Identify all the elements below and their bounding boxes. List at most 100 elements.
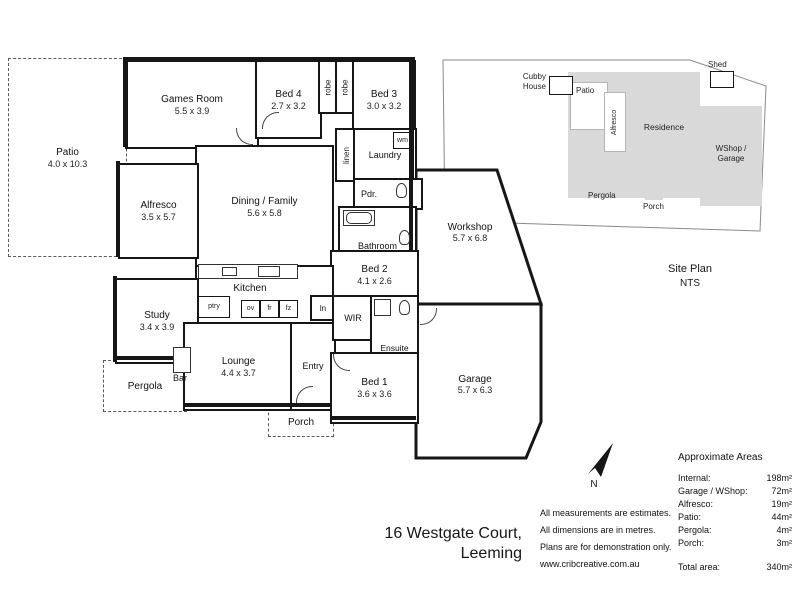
bed3-dims: 3.0 x 3.2	[366, 100, 402, 111]
oven-box: ov	[241, 300, 260, 318]
ensuite-label: Ensuite	[380, 343, 409, 353]
room-lounge: Lounge 4.4 x 3.7	[183, 322, 294, 411]
disclaimer-line: All dimensions are in metres.	[540, 525, 656, 535]
fridge-label: fr	[267, 305, 272, 312]
area-total-label: Total area:	[678, 562, 721, 572]
pantry-label: ptry	[208, 303, 220, 310]
alfresco-label: Alfresco	[140, 200, 177, 211]
area-row: Patio: 44m²	[678, 511, 792, 524]
exterior-wall-right-mid	[409, 178, 413, 252]
siteplan-alfresco-shape: Alfresco	[604, 92, 626, 152]
exterior-wall-study-bottom	[113, 356, 185, 360]
area-label: Internal:	[678, 473, 711, 483]
pergola-label: Pergola	[127, 380, 163, 392]
address-line2: Leeming	[460, 545, 522, 562]
exterior-wall-bed1-bottom	[330, 416, 416, 420]
toilet-ensuite-icon	[399, 300, 410, 315]
lounge-label: Lounge	[221, 355, 256, 367]
siteplan-porch-label: Porch	[643, 202, 664, 211]
kitchen-bench-icon	[198, 264, 298, 279]
room-bed3: Bed 3 3.0 x 3.2	[352, 60, 416, 139]
north-arrow-icon	[588, 443, 613, 477]
wir-label: WIR	[344, 312, 362, 323]
bar-label: Bar	[172, 373, 187, 383]
room-entry: Entry	[290, 322, 336, 411]
bed4-label: Bed 4	[275, 88, 302, 100]
exterior-wall-top	[123, 57, 415, 62]
room-bed2: Bed 2 4.1 x 2.6	[330, 250, 419, 299]
oven-label: ov	[246, 305, 255, 312]
exterior-wall-left-games	[123, 57, 128, 147]
siteplan-shed-label: Shed	[708, 60, 727, 69]
room-patio: Patio 4.0 x 10.3	[8, 58, 127, 257]
workshop-label: Workshop	[447, 222, 493, 233]
robe1-label: robe	[323, 78, 333, 96]
siteplan-scale: NTS	[680, 278, 700, 289]
room-wir: WIR	[332, 295, 374, 341]
washing-machine-icon: wm	[393, 132, 412, 149]
lounge-dims: 4.4 x 3.7	[221, 367, 256, 378]
siteplan-patio-label: Patio	[576, 86, 595, 95]
cooktop-icon	[258, 266, 280, 277]
siteplan-patio-shape	[570, 82, 608, 130]
area-value: 198m²	[766, 473, 792, 483]
area-row: Porch: 3m²	[678, 537, 792, 550]
area-label: Patio:	[678, 512, 702, 522]
siteplan-wshop-garage-label: WShop / Garage	[715, 144, 747, 163]
toilet-bathroom-icon	[399, 230, 410, 245]
freezer-label: fz	[285, 305, 292, 312]
area-value: 4m²	[776, 525, 793, 535]
siteplan-cubby-shape	[549, 76, 573, 95]
area-row: Alfresco: 19m²	[678, 498, 792, 511]
pantry-box: ptry	[198, 296, 230, 318]
entry-label: Entry	[302, 361, 324, 371]
siteplan-title: Site Plan	[667, 263, 713, 275]
patio-label: Patio	[56, 146, 79, 158]
pdr-label: Pdr.	[361, 188, 378, 199]
disclaimer-block: All measurements are estimates. All dime…	[540, 505, 671, 573]
alfresco-dims: 3.5 x 5.7	[141, 212, 176, 222]
areas-title: Approximate Areas	[678, 452, 763, 463]
address-line1: 16 Westgate Court,	[384, 525, 522, 542]
wm-label: wm	[397, 136, 408, 144]
exterior-wall-lounge-bottom	[183, 403, 332, 407]
room-linen-cupboard: ln	[310, 295, 336, 321]
area-total-value: 340m²	[766, 562, 792, 572]
exterior-wall-left-alfresco	[116, 161, 120, 257]
games-room-label: Games Room	[161, 93, 223, 105]
shower-icon	[374, 299, 391, 316]
garage-dims: 5.7 x 6.3	[457, 385, 493, 395]
bed4-dims: 2.7 x 3.2	[271, 100, 306, 111]
robe2-label: robe	[340, 78, 350, 96]
room-alfresco: Alfresco 3.5 x 5.7	[118, 163, 199, 259]
garage-walls	[414, 302, 543, 460]
siteplan-cubby-label: Cubby House	[522, 72, 546, 91]
area-value: 44m²	[771, 512, 792, 522]
dining-family-label: Dining / Family	[231, 196, 298, 207]
siteplan-pergola-label: Pergola	[588, 191, 616, 200]
linen-label: linen	[341, 146, 351, 164]
area-label: Garage / WShop:	[678, 486, 748, 496]
disclaimer-line: Plans are for demonstration only.	[540, 542, 672, 552]
exterior-wall-right-upper	[409, 57, 414, 178]
sink-icon	[222, 267, 237, 276]
area-value: 3m²	[776, 538, 793, 548]
siteplan-wshop-garage-shape	[700, 106, 762, 206]
bathroom-label: Bathroom	[357, 241, 398, 251]
games-room-dims: 5.5 x 3.9	[174, 105, 210, 116]
workshop-dims: 5.7 x 6.8	[452, 233, 488, 243]
bed2-label: Bed 2	[361, 263, 388, 275]
laundry-label: Laundry	[368, 149, 402, 160]
toilet-pdr-icon	[396, 183, 407, 198]
property-address: 16 Westgate Court, Leeming	[330, 524, 522, 564]
dining-family-dims: 5.6 x 5.8	[247, 208, 282, 218]
north-label: N	[590, 479, 598, 490]
disclaimer-line: All measurements are estimates.	[540, 508, 672, 518]
study-dims: 3.4 x 3.9	[139, 322, 175, 332]
exterior-wall-left-study	[113, 276, 117, 362]
bed1-dims: 3.6 x 3.6	[357, 389, 392, 399]
siteplan-alfresco-label: Alfresco	[611, 109, 619, 135]
bathtub-inner-icon	[346, 212, 372, 224]
area-label: Alfresco:	[678, 499, 714, 509]
